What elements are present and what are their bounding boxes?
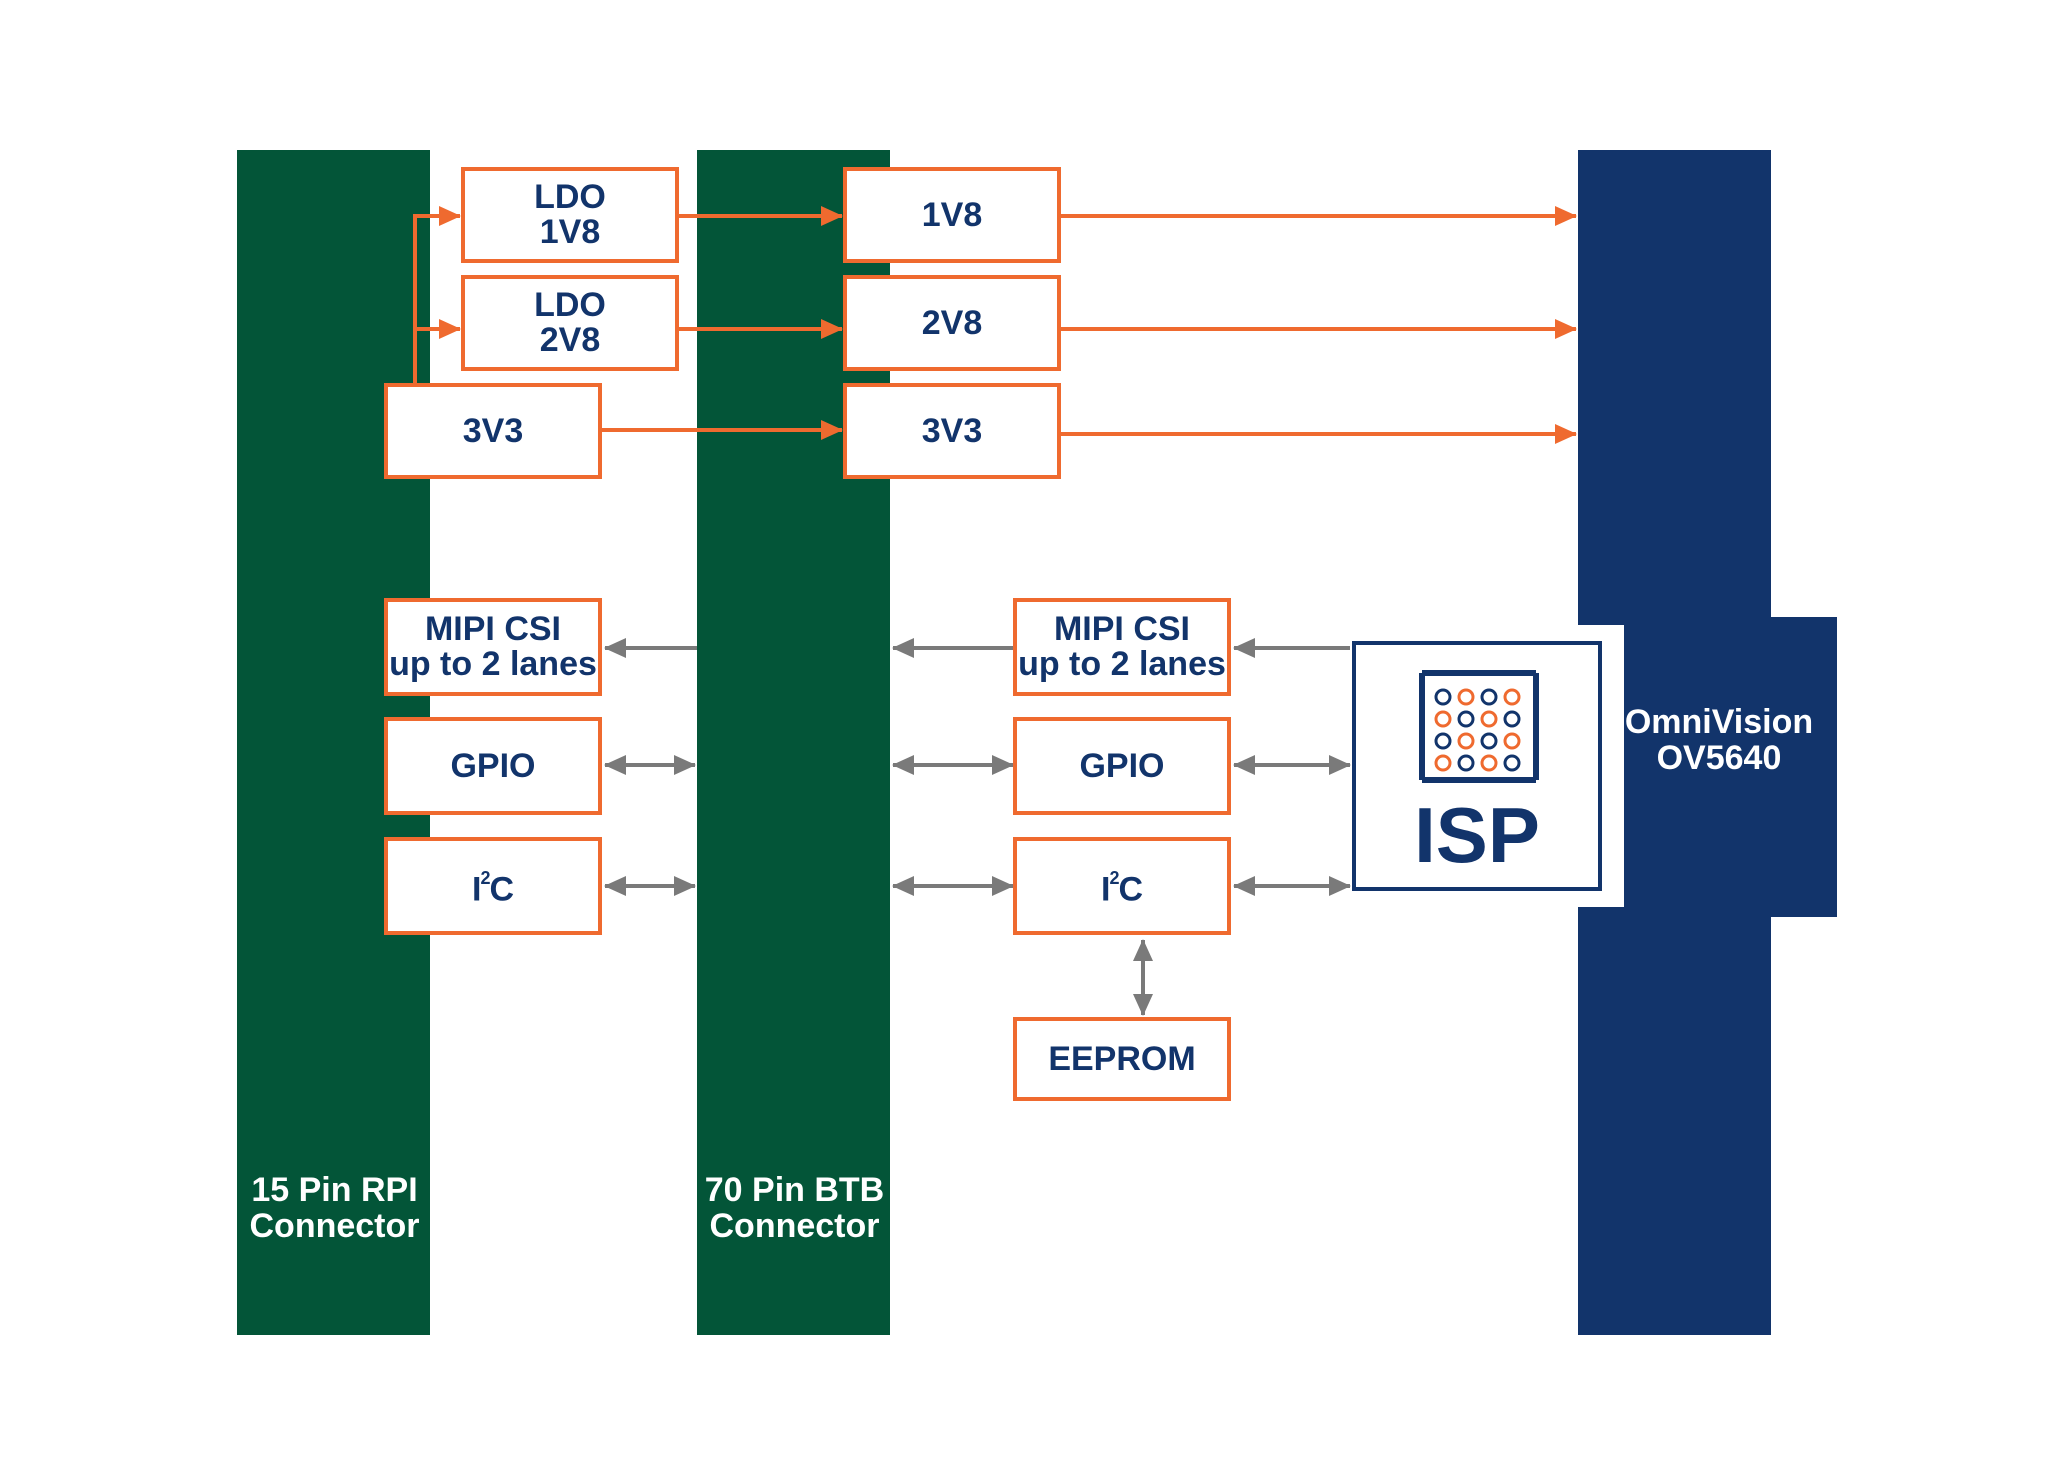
- eeprom-box: EEPROM: [1013, 1017, 1231, 1101]
- isp-label: ISP: [1414, 791, 1540, 879]
- rail-1v8-label: 1V8: [921, 195, 983, 234]
- ldo-2v8-line2: 2V8: [539, 321, 601, 359]
- src-3v3-label: 3V3: [462, 411, 524, 450]
- i2c-right-suffix: C: [1118, 870, 1144, 909]
- btb-label-line2: Connector: [709, 1207, 880, 1245]
- rpi-label-line1: 15 Pin RPI: [251, 1171, 418, 1209]
- i2c-left-label: I2C: [472, 865, 514, 907]
- signal-wires: [604, 638, 1351, 1016]
- i2c-left-sup: 2: [480, 867, 491, 888]
- eeprom-label: EEPROM: [1048, 1039, 1196, 1078]
- rpi-connector-label: 15 Pin RPI Connector: [232, 1172, 437, 1244]
- i2c-left-box: I2C: [384, 837, 602, 935]
- ldo-2v8-line1: LDO: [534, 286, 606, 324]
- i2c-left-base: I: [471, 870, 482, 909]
- mipi-left-line1: MIPI CSI: [424, 610, 562, 648]
- i2c-right-base: I: [1100, 870, 1111, 909]
- sensor-label-line1: OmniVision: [1624, 703, 1814, 741]
- src-3v3-box: 3V3: [384, 383, 602, 479]
- i2c-right-box: I2C: [1013, 837, 1231, 935]
- btb-label-line1: 70 Pin BTB: [704, 1171, 885, 1209]
- gpio-right-label: GPIO: [1079, 746, 1165, 785]
- sensor-tab: [1771, 617, 1837, 917]
- rail-3v3-label: 3V3: [921, 411, 983, 450]
- rail-1v8-box: 1V8: [843, 167, 1061, 263]
- mipi-right-line1: MIPI CSI: [1053, 610, 1191, 648]
- ldo-1v8-line1: LDO: [534, 178, 606, 216]
- sensor-grid-icon: [1419, 670, 1539, 783]
- i2c-right-label: I2C: [1101, 865, 1143, 907]
- gpio-left-label: GPIO: [450, 746, 536, 785]
- power-wires: [413, 206, 1577, 444]
- ldo-1v8-box: LDO 1V8: [461, 167, 679, 263]
- mipi-left-line2: up to 2 lanes: [389, 645, 597, 683]
- btb-connector-label: 70 Pin BTB Connector: [692, 1172, 897, 1244]
- mipi-left-box: MIPI CSI up to 2 lanes: [384, 598, 602, 696]
- rail-3v3-box: 3V3: [843, 383, 1061, 479]
- i2c-right-sup: 2: [1109, 867, 1120, 888]
- gpio-right-box: GPIO: [1013, 717, 1231, 815]
- rpi-label-line2: Connector: [249, 1207, 420, 1245]
- ldo-1v8-line2: 1V8: [539, 213, 601, 251]
- rail-2v8-box: 2V8: [843, 275, 1061, 371]
- mipi-right-box: MIPI CSI up to 2 lanes: [1013, 598, 1231, 696]
- sensor-label: OmniVision OV5640: [1614, 704, 1824, 776]
- mipi-right-line2: up to 2 lanes: [1018, 645, 1226, 683]
- sensor-label-line2: OV5640: [1656, 739, 1782, 777]
- gpio-left-box: GPIO: [384, 717, 602, 815]
- rail-2v8-label: 2V8: [921, 303, 983, 342]
- ldo-2v8-box: LDO 2V8: [461, 275, 679, 371]
- isp-block: ISP: [1352, 641, 1602, 891]
- wire-3v3-to-ldo1v8: [413, 206, 461, 384]
- i2c-left-suffix: C: [489, 870, 515, 909]
